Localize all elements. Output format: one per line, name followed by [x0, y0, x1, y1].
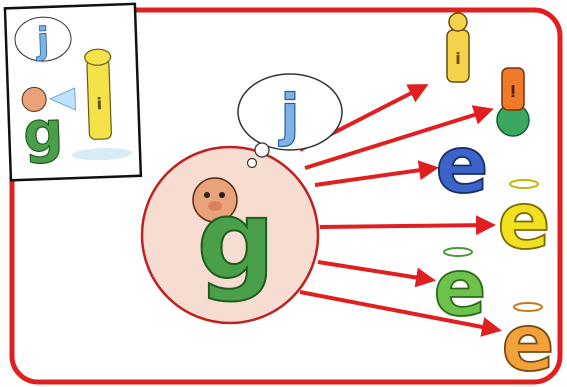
target-character-4: e [498, 177, 551, 267]
target-character-2: i [497, 68, 529, 136]
target-letter-2: i [510, 81, 515, 100]
speaker-character: g [193, 176, 275, 304]
svg-text:j: j [34, 21, 50, 62]
arrow-3 [315, 168, 435, 185]
arrow-4 [320, 225, 492, 227]
arrow-5 [318, 262, 432, 280]
speaker-letter: g [197, 176, 276, 304]
inset-right-letter: i [96, 94, 102, 113]
target-letter-1: i [455, 49, 460, 68]
inset-left-letter: g [22, 99, 64, 165]
target-character-3: e [436, 121, 489, 211]
thought-letter: j [278, 83, 299, 148]
target-letter-4: e [498, 177, 551, 267]
target-character-5: e [434, 244, 487, 334]
target-character-6: e [502, 299, 555, 387]
target-character-1: i [447, 13, 469, 82]
comic-inset: j g i [5, 4, 141, 180]
target-letter-3: e [436, 121, 489, 211]
target-letter-6: e [502, 299, 555, 387]
target-letter-5: e [434, 244, 487, 334]
